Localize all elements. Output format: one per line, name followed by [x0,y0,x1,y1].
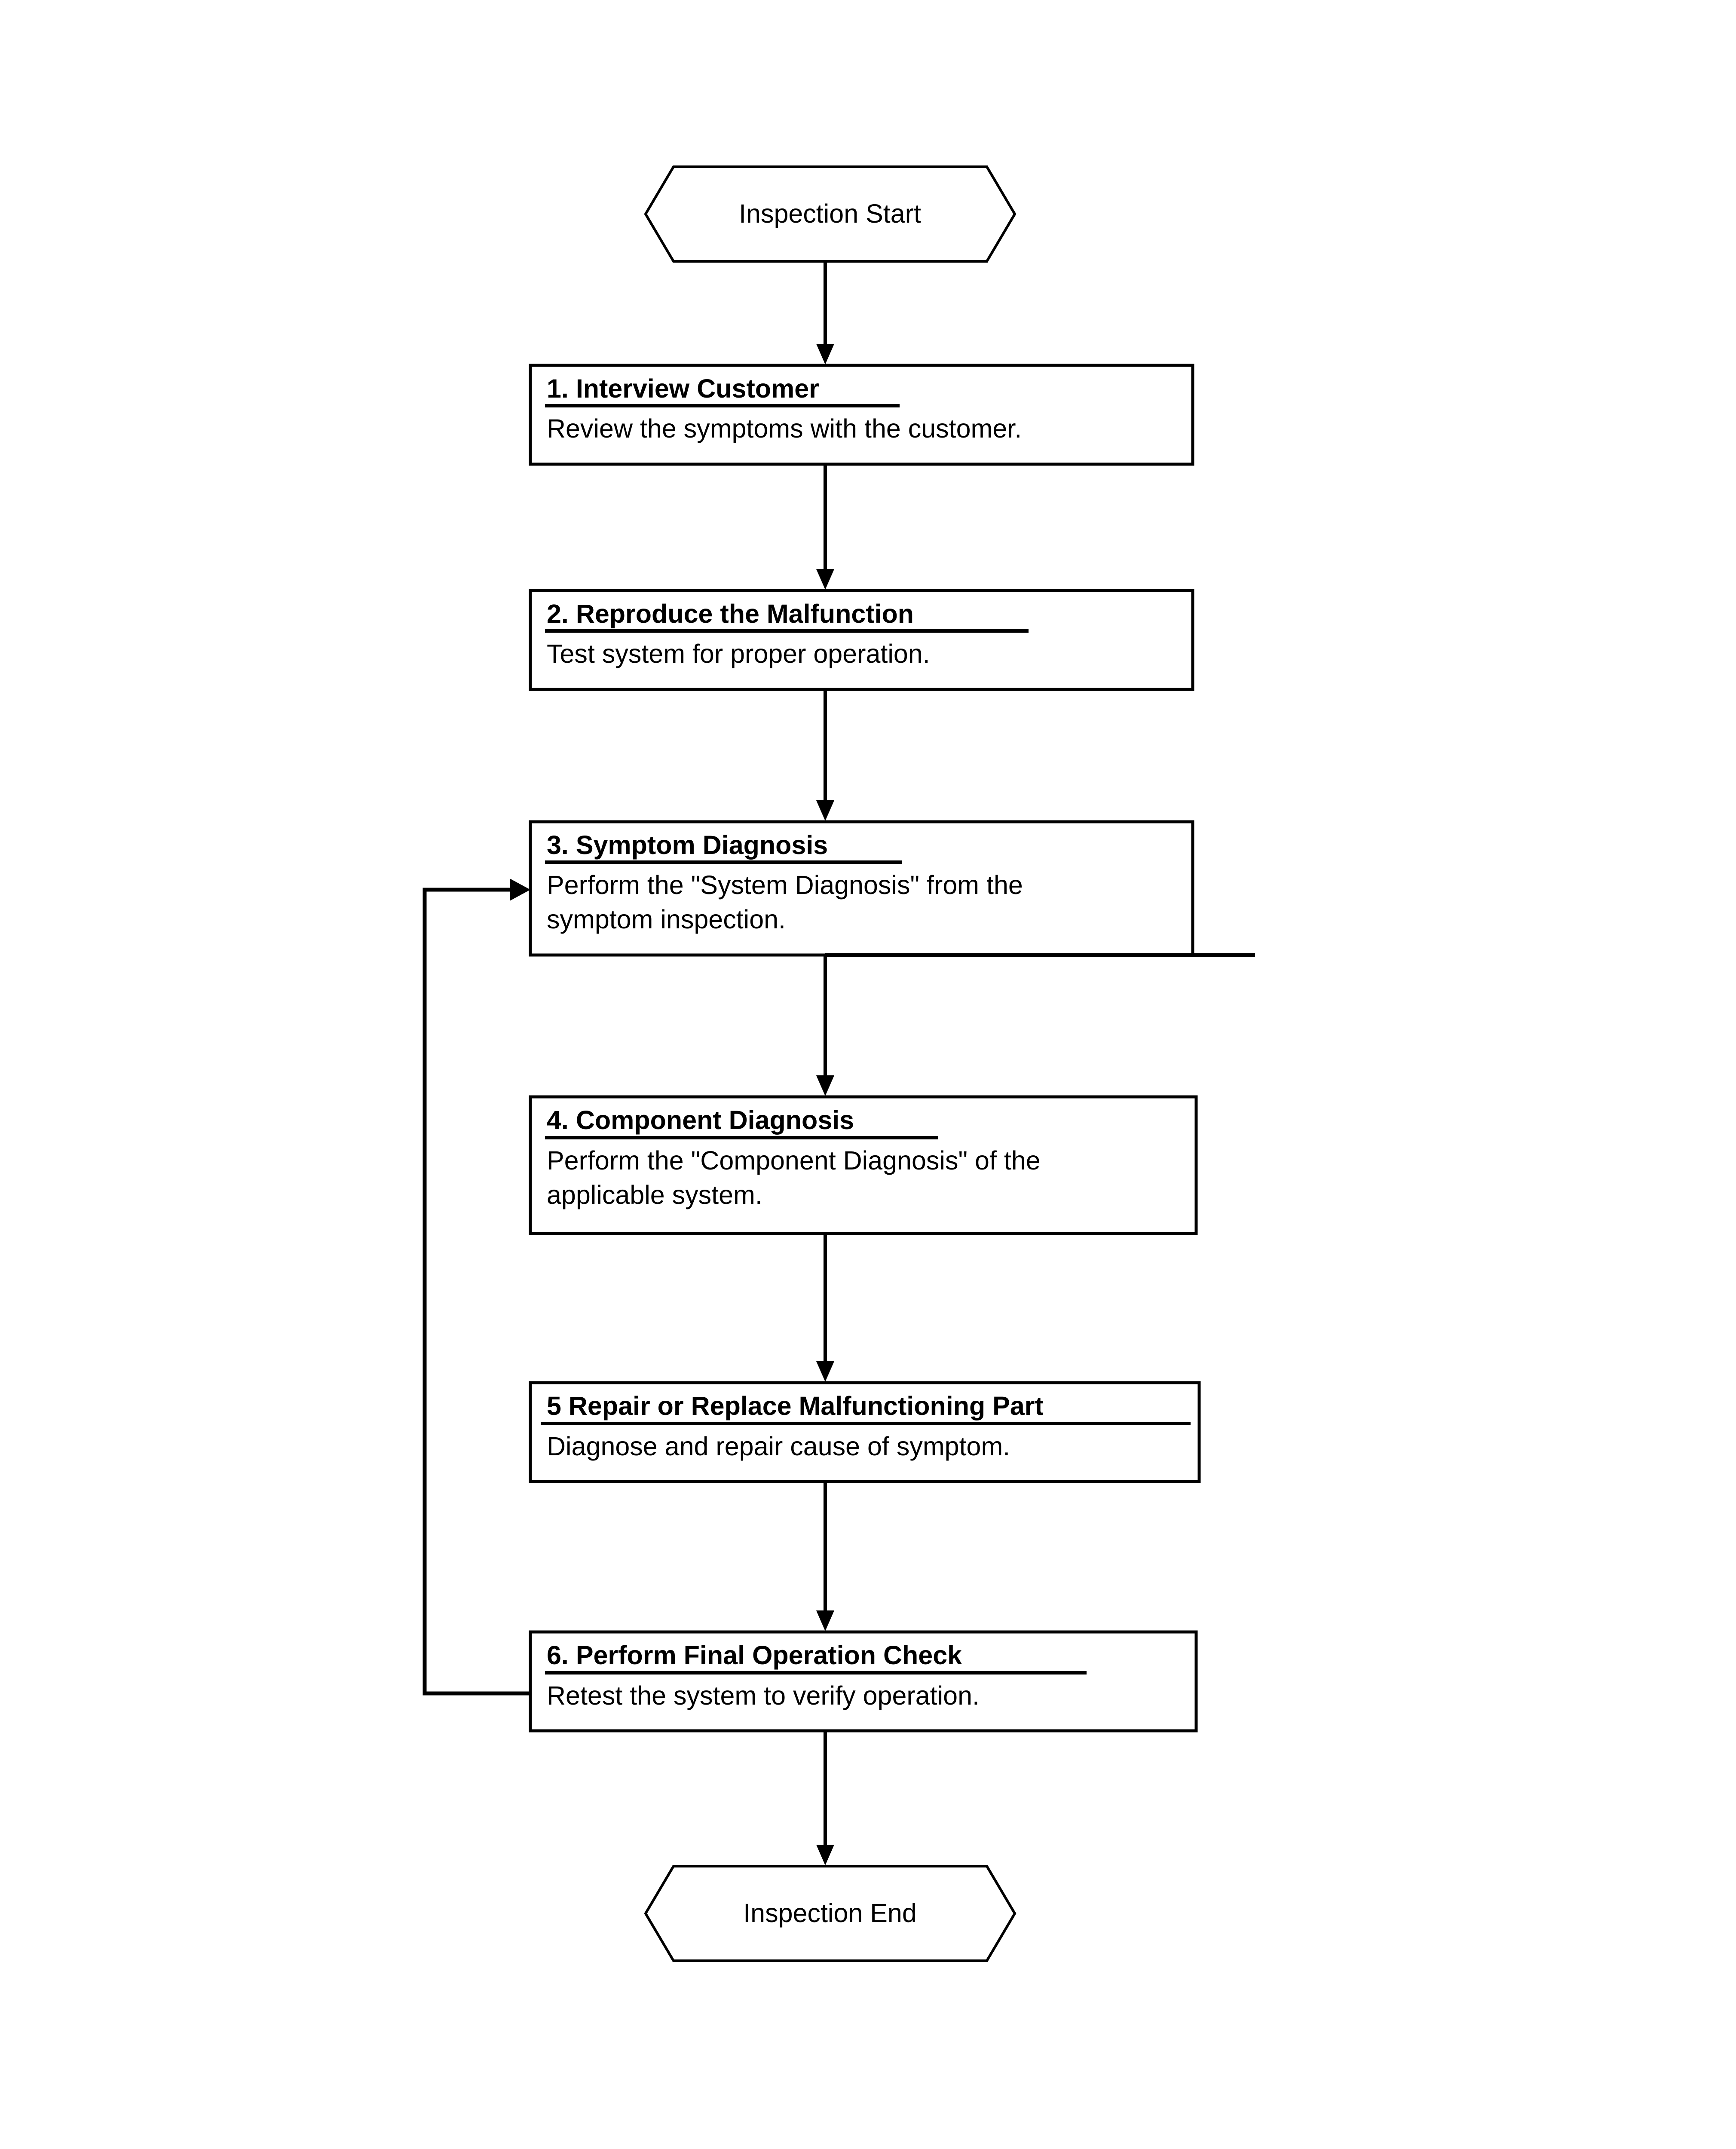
step1-body-line-1: Review the symptoms with the customer. [547,414,1022,443]
process-box-2 [529,589,1194,691]
step5-body-line-1: Diagnose and repair cause of symptom. [547,1432,1010,1461]
step4-body-line-2: applicable system. [547,1180,762,1209]
arrow-head-icon [816,344,834,364]
node-inspection-start[interactable]: Inspection Start [644,165,1016,263]
step2-body-line-1: Test system for proper operation. [547,639,930,668]
edge-start-to-step1 [816,261,834,364]
edge-step6-to-end [816,1731,834,1865]
terminator-shape-end [644,1865,1016,1962]
edge-step4-to-step5 [816,1234,834,1382]
node-step1[interactable]: 1. Interview Customer Review the symptom… [529,364,1194,466]
process-box-6 [529,1630,1198,1733]
node-step6[interactable]: 6. Perform Final Operation Check Retest … [529,1630,1198,1733]
step3-body-line-2: symptom inspection. [547,905,786,934]
step6-title: 6. Perform Final Operation Check [547,1641,962,1670]
terminator-shape-start [644,165,1016,263]
arrow-head-icon [816,569,834,590]
node-step5[interactable]: 5 Repair or Replace Malfunctioning Part … [529,1381,1201,1483]
edge-step2-to-step3 [816,689,834,821]
inspection-end-label: Inspection End [743,1898,917,1928]
node-step3[interactable]: 3. Symptom Diagnosis Perform the "System… [529,820,1194,957]
arrow-head-icon [816,1075,834,1096]
edge-feedback-step6-to-step3 [423,879,530,1696]
step3-body-line-1: Perform the "System Diagnosis" from the [547,870,1023,900]
step5-title: 5 Repair or Replace Malfunctioning Part [547,1391,1044,1420]
step6-body-line-1: Retest the system to verify operation. [547,1681,980,1710]
arrow-head-icon [816,1845,834,1865]
arrow-head-icon [816,800,834,821]
step4-title: 4. Component Diagnosis [547,1105,854,1135]
arrow-head-icon [816,1361,834,1382]
arrow-head-icon [510,879,530,901]
process-box-4 [529,1095,1198,1235]
process-box-1 [529,364,1194,466]
node-step2[interactable]: 2. Reproduce the Malfunction Test system… [529,589,1194,691]
edge-step3-to-step4 [816,953,1255,1096]
step2-title: 2. Reproduce the Malfunction [547,599,914,628]
step3-title: 3. Symptom Diagnosis [547,830,828,860]
node-step4[interactable]: 4. Component Diagnosis Perform the "Comp… [529,1095,1198,1235]
step1-title: 1. Interview Customer [547,374,819,403]
step4-body-line-1: Perform the "Component Diagnosis" of the [547,1146,1041,1175]
node-inspection-end[interactable]: Inspection End [644,1865,1016,1962]
process-box-3 [529,820,1194,957]
inspection-start-label: Inspection Start [739,199,921,228]
arrow-head-icon [816,1610,834,1631]
process-box-5 [529,1381,1201,1483]
edge-step5-to-step6 [816,1482,834,1631]
edge-step1-to-step2 [816,464,834,590]
